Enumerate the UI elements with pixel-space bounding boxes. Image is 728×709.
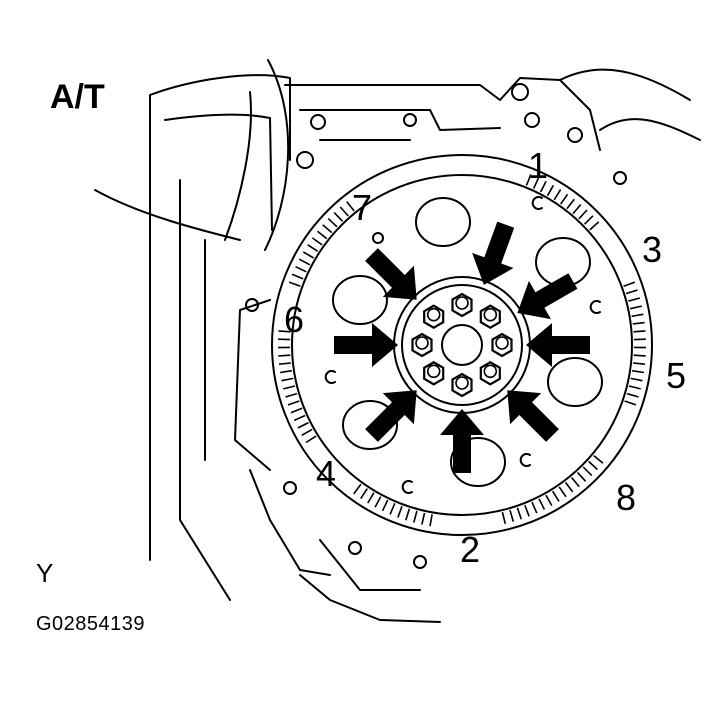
bolt-order-8: 8 bbox=[616, 477, 637, 518]
bolt-order-5: 5 bbox=[666, 355, 687, 396]
ring-gear-teeth bbox=[277, 174, 647, 527]
crank-bolt bbox=[411, 332, 433, 358]
bolt-order-6: 6 bbox=[284, 299, 305, 340]
arrow-bolt-2 bbox=[440, 409, 484, 473]
crank-bolt bbox=[479, 361, 501, 386]
transmission-type-label: A/T bbox=[50, 78, 105, 116]
crank-bolt bbox=[491, 332, 513, 358]
bolt-order-3: 3 bbox=[642, 229, 663, 270]
hub-center-hole bbox=[441, 324, 483, 366]
crank-bolt bbox=[423, 361, 445, 386]
crank-bolt-hub bbox=[411, 292, 513, 398]
crank-bolt bbox=[423, 304, 445, 329]
bolt-order-1: 1 bbox=[528, 145, 549, 186]
bolt-order-4: 4 bbox=[316, 453, 337, 494]
arrow-bolt-8 bbox=[507, 390, 559, 442]
crank-bolt bbox=[451, 292, 473, 318]
crank-bolt bbox=[451, 372, 473, 398]
arrow-bolt-7 bbox=[365, 248, 417, 300]
plate-cutouts bbox=[332, 197, 603, 487]
arrow-bolt-3 bbox=[517, 273, 578, 320]
arrow-bolt-6 bbox=[334, 323, 398, 367]
bolt-arrows bbox=[334, 221, 590, 473]
crank-bolt bbox=[479, 304, 501, 329]
plate-marks bbox=[324, 196, 601, 494]
figure-code: G02854139 bbox=[36, 613, 146, 635]
bolt-order-2: 2 bbox=[460, 529, 481, 570]
engine-block-outline bbox=[94, 59, 701, 623]
arrow-bolt-1 bbox=[472, 221, 515, 285]
view-label: Y bbox=[36, 558, 54, 588]
arrow-bolt-5 bbox=[526, 323, 590, 367]
bolt-order-7: 7 bbox=[352, 187, 373, 228]
arrow-bolt-4 bbox=[365, 390, 417, 442]
